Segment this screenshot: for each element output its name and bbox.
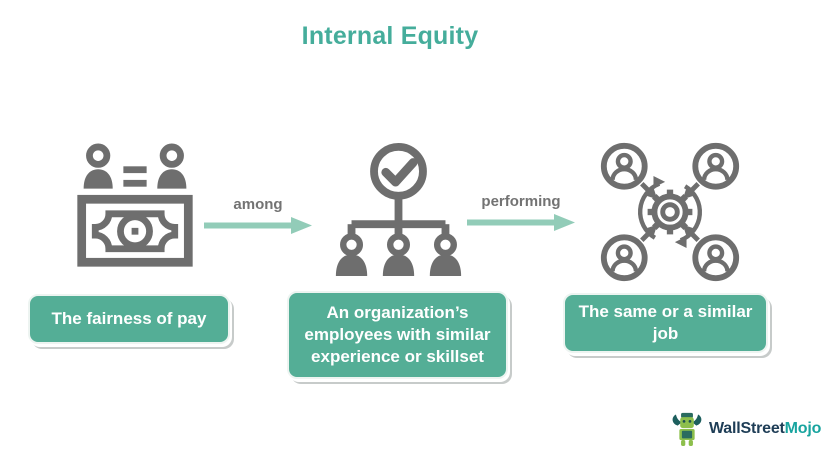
step-box-employees-similar: An organization’s employees with similar…: [287, 291, 508, 379]
connector-performing: performing: [466, 193, 576, 231]
connector-performing-label: performing: [481, 193, 561, 210]
arrow-right-icon: [467, 214, 575, 231]
equal-pay-money-icon: [72, 140, 198, 276]
gear-people-network-icon: [597, 139, 743, 285]
arrow-right-icon: [204, 217, 312, 234]
logo-text-wallstreet: WallStreet: [709, 420, 785, 437]
wallstreetmojo-logo: WallStreetMojo: [670, 410, 821, 448]
step-box-line: experience or skillset: [311, 347, 484, 366]
step-box-line: job: [652, 324, 679, 343]
connector-among: among: [202, 196, 314, 234]
connector-among-label: among: [233, 196, 283, 213]
logo-wordmark: WallStreetMojo: [709, 420, 821, 438]
step-box-fairness-of-pay: The fairness of pay: [28, 294, 230, 344]
approved-org-chart-icon: [330, 141, 467, 278]
step-box-line: employees with similar: [304, 325, 491, 344]
step-box-line: The fairness of pay: [51, 309, 207, 328]
page-title: Internal Equity: [301, 22, 479, 50]
step-box-same-similar-job: The same or a similar job: [563, 293, 768, 353]
bull-mascot-icon: [672, 412, 702, 446]
step-box-line: An organization’s: [326, 303, 469, 322]
logo-text-mojo: Mojo: [784, 420, 822, 437]
step-box-line: The same or a similar: [578, 302, 753, 321]
